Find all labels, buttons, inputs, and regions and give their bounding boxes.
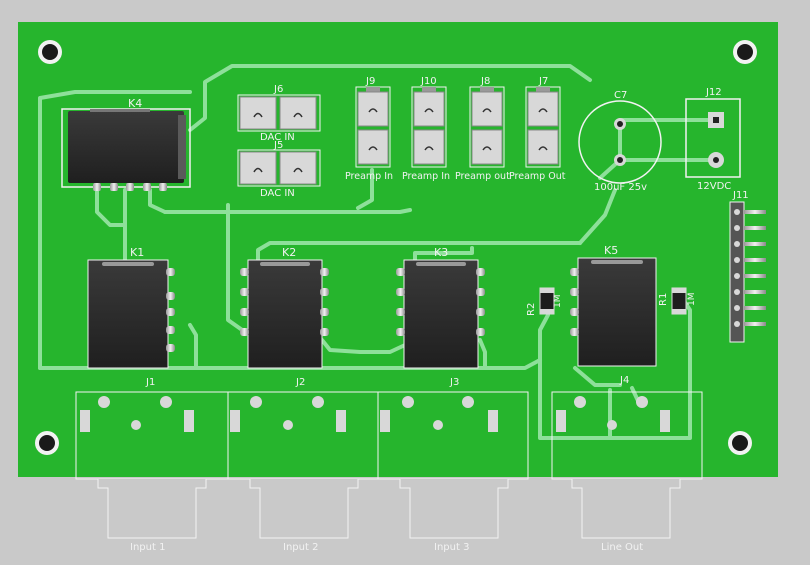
header-j9: J9 Preamp In xyxy=(345,76,393,182)
relay-k4: K4 xyxy=(61,97,191,191)
capacitor-value-label: 100uF 25v xyxy=(594,182,647,193)
jack-label: Input 2 xyxy=(283,542,318,553)
relay-ref-label: K1 xyxy=(130,246,144,259)
resistor-value-label: 1M xyxy=(553,295,563,309)
relay-ref-label: K5 xyxy=(604,244,618,257)
header-label: Preamp In xyxy=(402,171,450,182)
header-j12: J12 12VDC xyxy=(685,87,741,192)
jack-j2: J2 Input 2 xyxy=(227,377,379,553)
header-label: DAC IN xyxy=(260,188,295,199)
relay-k5: K5 xyxy=(570,244,657,367)
resistor-r2: R2 1M xyxy=(526,287,563,316)
relay-k3: K3 xyxy=(396,246,485,369)
header-ref-label: J8 xyxy=(480,76,490,87)
resistor-r1: R1 1M xyxy=(658,287,697,315)
relay-k1: K1 xyxy=(87,246,175,369)
header-ref-label: J11 xyxy=(732,190,749,201)
header-ref-label: J9 xyxy=(365,76,375,87)
jack-ref-label: J4 xyxy=(619,375,629,386)
header-label: DAC IN xyxy=(260,132,295,143)
jack-label: Input 3 xyxy=(434,542,469,553)
header-label: Preamp Out xyxy=(509,171,566,182)
relay-ref-label: K3 xyxy=(434,246,448,259)
capacitor-ref-label: C7 xyxy=(614,90,627,101)
relay-k2: K2 xyxy=(240,246,329,369)
jack-label: Input 1 xyxy=(130,542,165,553)
capacitor-c7: C7 100uF 25v xyxy=(578,90,662,193)
resistor-ref-label: R1 xyxy=(658,293,669,306)
header-label: Preamp out xyxy=(455,171,510,182)
jack-label: Line Out xyxy=(601,542,643,553)
header-ref-label: J10 xyxy=(420,76,437,87)
relay-ref-label: K4 xyxy=(128,97,142,110)
header-j7: J7 Preamp Out xyxy=(509,76,566,182)
jack-ref-label: J1 xyxy=(145,377,155,388)
resistor-value-label: 1M xyxy=(687,293,697,307)
header-label: Preamp In xyxy=(345,171,393,182)
mounting-holes xyxy=(35,40,757,455)
relay-ref-label: K2 xyxy=(282,246,296,259)
header-j6: J6 DAC IN xyxy=(237,84,321,143)
pcb-board xyxy=(18,22,778,477)
header-label: 12VDC xyxy=(697,181,731,192)
resistor-ref-label: R2 xyxy=(526,303,537,316)
header-ref-label: J7 xyxy=(538,76,548,87)
header-j11: J11 xyxy=(729,190,766,343)
header-ref-label: J12 xyxy=(705,87,722,98)
jack-ref-label: J2 xyxy=(295,377,305,388)
jack-j1: J1 Input 1 xyxy=(75,377,229,553)
jack-j3: J3 Input 3 xyxy=(377,377,529,553)
header-ref-label: J6 xyxy=(273,84,283,95)
header-j10: J10 Preamp In xyxy=(402,76,450,182)
jack-j4: J4 Line Out xyxy=(551,375,703,553)
header-ref-label: J5 xyxy=(273,140,283,151)
header-j8: J8 Preamp out xyxy=(455,76,510,182)
jack-ref-label: J3 xyxy=(449,377,459,388)
header-j5: J5 DAC IN xyxy=(237,140,321,199)
